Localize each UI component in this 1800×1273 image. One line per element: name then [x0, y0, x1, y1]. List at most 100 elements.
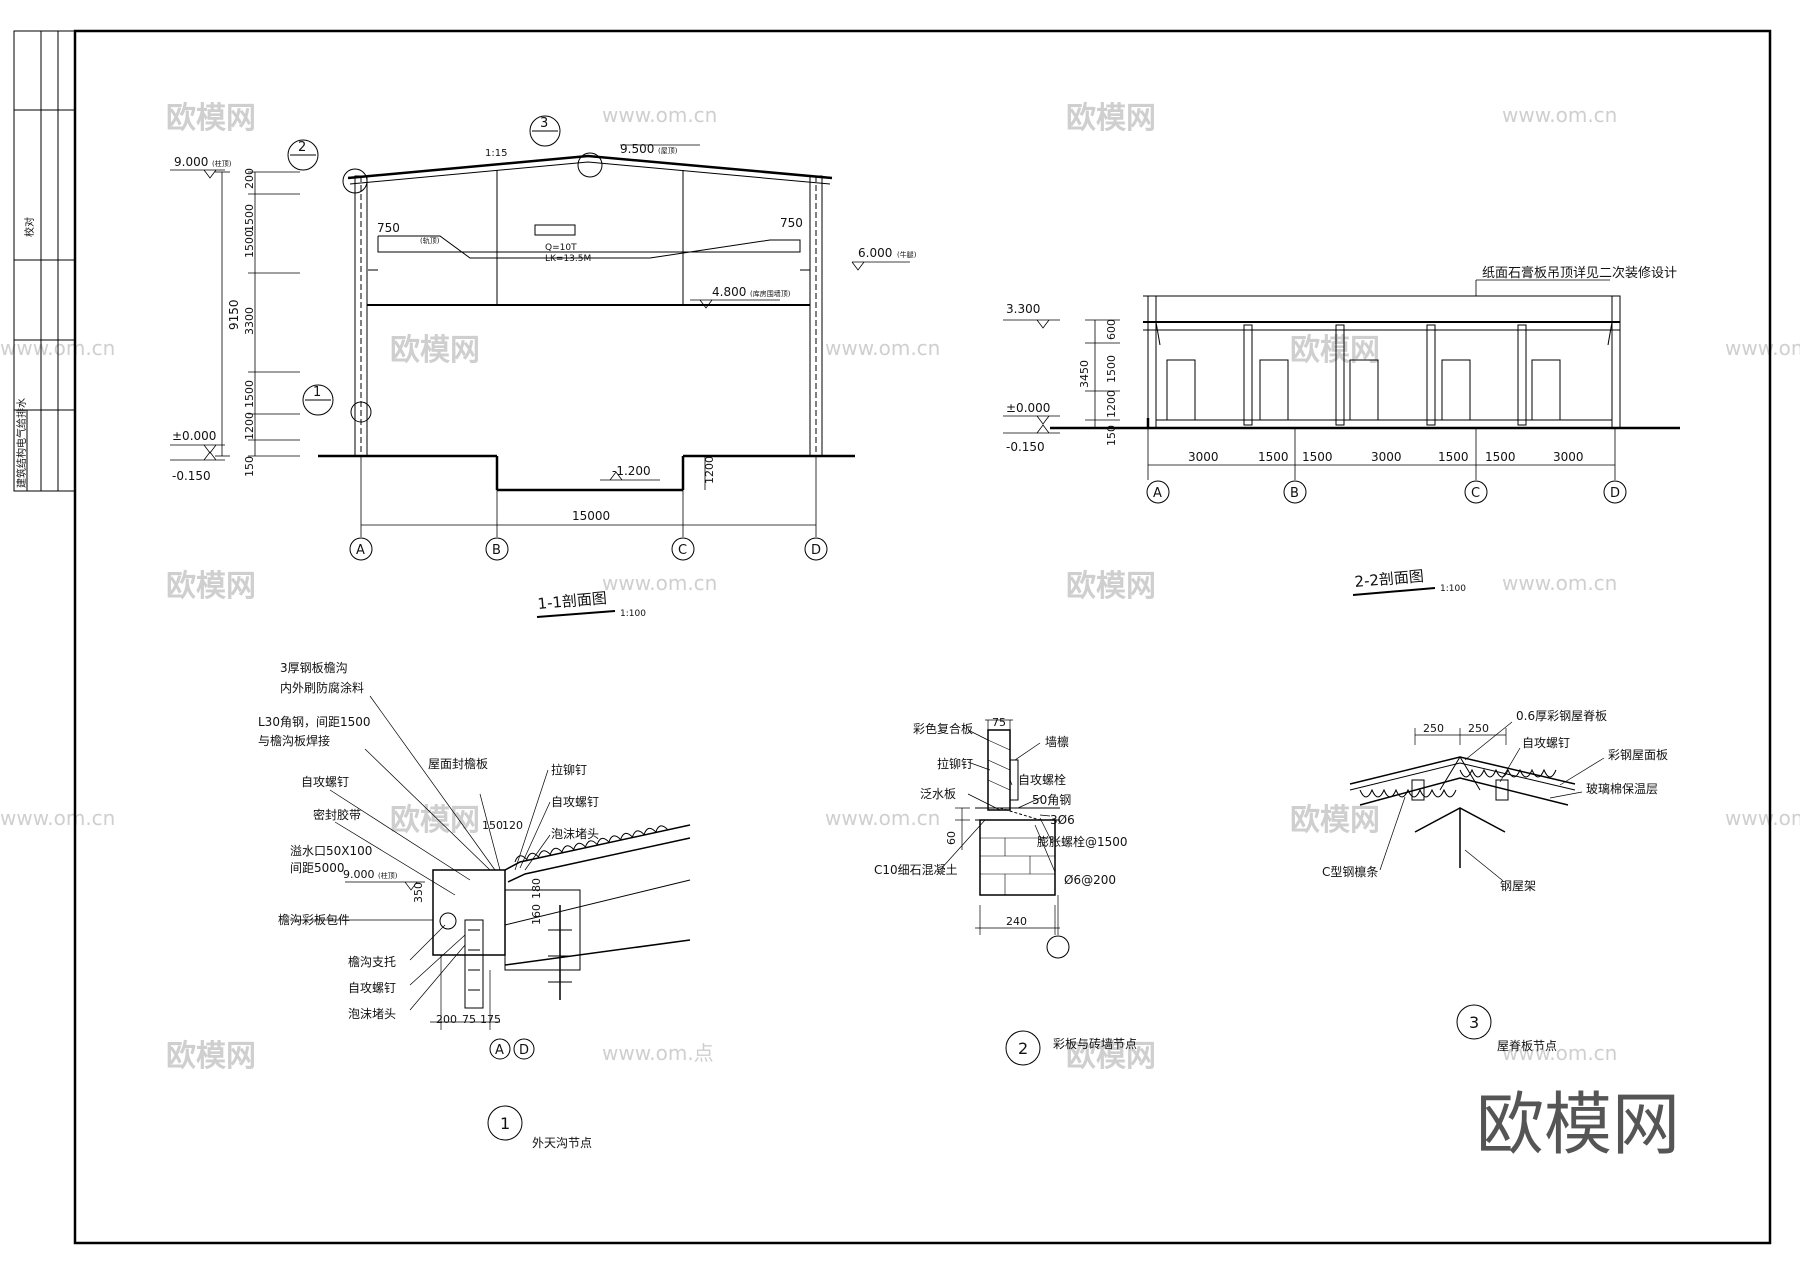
section-2-2-text: 纸面石膏板吊顶详见二次装修设计 3.300 ±0.000 -0.150 3450…	[1006, 265, 1677, 594]
label-screw-1: 自攻螺钉	[301, 775, 349, 789]
detail-1-text: 3厚钢板檐沟 内外刷防腐涂料 L30角钢，间距1500 与檐沟板焊接 自攻螺钉 …	[258, 661, 599, 1150]
label-foam-2: 泡沫堵头	[551, 827, 599, 841]
label-gutter-bracket: 檐沟支托	[348, 955, 396, 969]
detail-1-number: 1	[500, 1114, 510, 1133]
detail-3-ridge	[1349, 721, 1605, 1040]
elev-detail-1-note: (柱顶)	[378, 871, 398, 880]
label-screw-ridge: 自攻螺钉	[1522, 736, 1570, 750]
dim-2-2-v2: 1500	[1105, 355, 1118, 383]
section-2-2-title-underline	[1352, 587, 1436, 596]
label-eave-board: 屋面封檐板	[428, 757, 488, 771]
label-overflow: 溢水口50X100	[290, 844, 372, 858]
dim-2-2-h5: 1500	[1438, 450, 1469, 464]
label-c-purlin: C型钢檩条	[1322, 864, 1378, 879]
label-angle-50: 50角钢	[1032, 793, 1071, 807]
detail-2-number: 2	[1018, 1039, 1028, 1058]
crane-span: LK=13.5M	[545, 254, 591, 264]
elev-ridge-note: (屋顶)	[658, 147, 678, 155]
elev-crane: 6.000	[858, 246, 892, 260]
label-rebar-spacing: Ø6@200	[1064, 873, 1116, 887]
label-self-tap-bolt: 自攻螺栓	[1018, 772, 1066, 787]
watermark-brand: 欧模网	[166, 101, 256, 136]
label-angle-steel: L30角钢，间距1500	[258, 715, 371, 729]
dim-2-2-h2: 1500	[1258, 450, 1289, 464]
label-concrete: C10细石混凝土	[874, 862, 958, 877]
section-1-1-scale: 1:100	[620, 609, 646, 619]
callout-2: 2	[298, 140, 306, 155]
callout-3: 3	[540, 116, 548, 131]
label-composite-panel: 彩色复合板	[913, 721, 973, 736]
dim-d2-60: 60	[945, 831, 958, 845]
section-2-2-scale: 1:100	[1440, 584, 1466, 594]
watermark-url: www.om.cn	[602, 103, 717, 127]
dim-2-2-v4: 150	[1105, 425, 1118, 446]
dim-750-left: 750	[377, 221, 400, 235]
detail-2-title: 彩板与砖墙节点	[1053, 1036, 1137, 1051]
crane-capacity: Q=10T	[545, 243, 577, 253]
dim-v-4: 3300	[243, 307, 256, 335]
dim-v-3: 1500	[243, 230, 256, 258]
watermark-url: www.om.点	[602, 1041, 714, 1065]
dim-750-right: 750	[780, 216, 803, 230]
label-expansion-bolt: 膨胀螺栓@1500	[1037, 834, 1128, 849]
dim-d2-240: 240	[1006, 915, 1027, 928]
section-1-1-title: 1-1剖面图	[537, 589, 608, 613]
roof-slope: 1:15	[485, 148, 507, 159]
elev-crane-note: (牛腿)	[897, 250, 917, 259]
detail-3-number: 3	[1469, 1013, 1479, 1032]
label-rivet: 拉铆钉	[551, 762, 587, 777]
dim-v-5: 1500	[243, 380, 256, 408]
detail-1-gutter	[290, 695, 691, 1141]
discipline-label: 建筑结构电气给排水	[15, 398, 28, 488]
watermark-brand: 欧模网	[390, 803, 480, 838]
label-gutter-plate: 3厚钢板檐沟	[280, 661, 348, 675]
watermark-url: www.om.cn	[0, 806, 115, 830]
elev-minus: -0.150	[172, 469, 211, 483]
dim-2-2-h6: 1500	[1485, 450, 1516, 464]
watermark-url: www.om.cn	[1502, 1041, 1617, 1065]
dim-2-2-total: 3450	[1078, 360, 1091, 388]
axis-C: C	[678, 543, 687, 558]
elev-ridge: 9.500	[620, 142, 654, 156]
dim-span: 15000	[572, 509, 610, 523]
elev-wall: 4.800	[712, 285, 746, 299]
elev-zero: ±0.000	[172, 429, 216, 443]
watermark-brand: 欧模网	[1066, 101, 1156, 136]
dim-d3-250-left: 250	[1423, 722, 1444, 735]
dim-d1-75: 75	[462, 1013, 476, 1026]
title-block: 校对 建筑结构电气给排水	[15, 217, 36, 488]
elev-wall-note: (库房围墙顶)	[750, 289, 791, 298]
dim-2-2-h3: 1500	[1302, 450, 1333, 464]
elev-column-top: 9.000	[174, 155, 208, 169]
label-foam-1: 泡沫堵头	[348, 1007, 396, 1021]
watermark-url: www.om.cn	[1725, 336, 1800, 360]
elev-2-2-minus: -0.150	[1006, 440, 1045, 454]
section-2-2	[1003, 279, 1680, 504]
elev-2-2-zero: ±0.000	[1006, 401, 1050, 415]
dim-2-2-h1: 3000	[1188, 450, 1219, 464]
section-2-2-title: 2-2剖面图	[1354, 567, 1425, 591]
detail-3-text: 0.6厚彩钢屋脊板 自攻螺钉 彩钢屋面板 玻璃棉保温层 C型钢檩条 钢屋架 25…	[1322, 709, 1668, 1053]
label-insulation: 玻璃棉保温层	[1586, 782, 1658, 796]
label-flashing: 泛水板	[920, 787, 956, 801]
ceiling-note: 纸面石膏板吊顶详见二次装修设计	[1482, 265, 1677, 281]
detail-2-text: 彩色复合板 拉铆钉 泛水板 C10细石混凝土 墙檩 自攻螺栓 50角钢 3Ø6 …	[874, 716, 1137, 1058]
label-screw-3: 自攻螺钉	[551, 795, 599, 809]
watermark-url: www.om.cn	[1502, 103, 1617, 127]
label-roof-panel: 彩钢屋面板	[1608, 748, 1668, 762]
label-gutter-coating: 内外刷防腐涂料	[280, 680, 364, 695]
dim-d3-250-right: 250	[1468, 722, 1489, 735]
watermark-brand: 欧模网	[166, 569, 256, 604]
detail-2-wall	[939, 719, 1070, 1066]
elev-column-top-note: (柱顶)	[212, 159, 232, 168]
label-weld: 与檐沟板焊接	[258, 733, 330, 748]
dim-total-height: 9150	[227, 299, 241, 330]
dim-2-2-v1: 600	[1105, 319, 1118, 340]
section-1-1-title-underline	[536, 610, 616, 618]
label-wall-purlin: 墙檩	[1045, 734, 1069, 749]
dim-d1-180: 180	[530, 878, 543, 899]
dim-v-1: 200	[243, 168, 256, 189]
dim-d1-150: 150	[482, 819, 503, 832]
watermark-url: www.om.cn	[825, 806, 940, 830]
axis-d1-A: A	[495, 1043, 504, 1058]
